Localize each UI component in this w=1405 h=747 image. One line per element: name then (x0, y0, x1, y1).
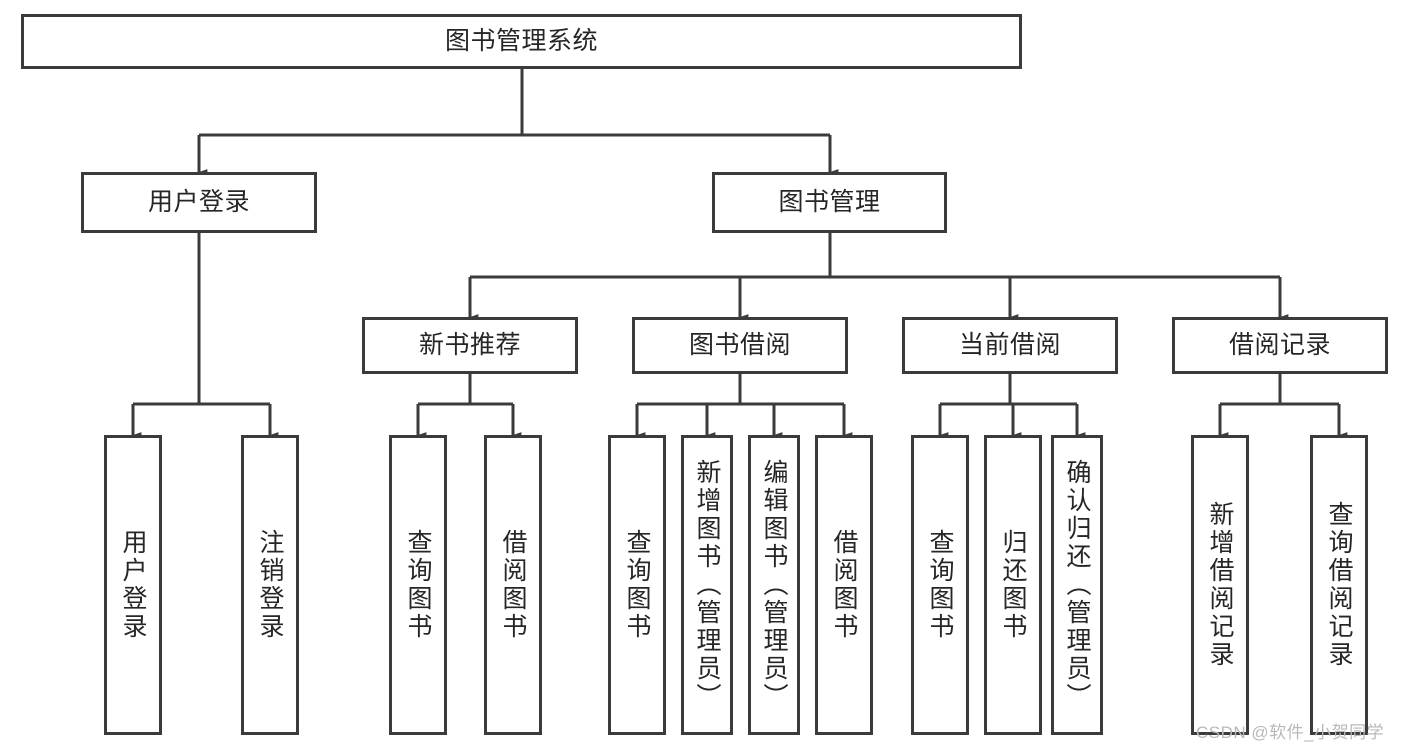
node-leaf-add-record[interactable]: 新增借阅记录 (1191, 435, 1249, 735)
node-l2-current-borrow[interactable]: 当前借阅 (902, 317, 1118, 374)
node-label: 图书管理 (778, 187, 881, 216)
node-label: 新书推荐 (418, 330, 521, 359)
node-label: 新增借阅记录 (1206, 501, 1234, 669)
node-leaf-query-record[interactable]: 查询借阅记录 (1310, 435, 1368, 735)
node-label: 借阅图书 (830, 529, 858, 641)
node-l2-book-borrow[interactable]: 图书借阅 (632, 317, 848, 374)
node-leaf-query-book-2[interactable]: 查询图书 (608, 435, 666, 735)
node-label: 借阅图书 (499, 529, 527, 641)
node-l1-book-manage[interactable]: 图书管理 (712, 172, 947, 233)
node-label: 查询图书 (926, 529, 954, 641)
node-label: 图书管理系统 (444, 26, 598, 55)
node-label: 图书借阅 (688, 330, 791, 359)
node-root[interactable]: 图书管理系统 (21, 14, 1022, 69)
node-label: 确认归还（管理员） (1063, 459, 1091, 711)
node-label: 当前借阅 (958, 330, 1061, 359)
node-label: 查询图书 (623, 529, 651, 641)
node-leaf-return-book[interactable]: 归还图书 (984, 435, 1042, 735)
watermark: CSDN @软件_小贺同学 (1196, 723, 1385, 742)
node-label: 用户登录 (119, 529, 147, 641)
node-leaf-confirm-return[interactable]: 确认归还（管理员） (1051, 435, 1103, 735)
node-leaf-edit-book[interactable]: 编辑图书（管理员） (748, 435, 800, 735)
node-l2-borrow-record[interactable]: 借阅记录 (1172, 317, 1388, 374)
node-label: 新增图书（管理员） (693, 459, 721, 711)
node-l1-user-login[interactable]: 用户登录 (81, 172, 317, 233)
node-leaf-add-book[interactable]: 新增图书（管理员） (681, 435, 733, 735)
node-leaf-borrow-book-1[interactable]: 借阅图书 (484, 435, 542, 735)
node-label: 查询借阅记录 (1325, 501, 1353, 669)
node-leaf-borrow-book-2[interactable]: 借阅图书 (815, 435, 873, 735)
node-label: 编辑图书（管理员） (760, 459, 788, 711)
node-label: 用户登录 (147, 187, 250, 216)
node-leaf-user-login[interactable]: 用户登录 (104, 435, 162, 735)
node-label: 注销登录 (256, 529, 284, 641)
node-label: 借阅记录 (1228, 330, 1331, 359)
node-leaf-query-book-1[interactable]: 查询图书 (389, 435, 447, 735)
node-leaf-logout[interactable]: 注销登录 (241, 435, 299, 735)
node-leaf-query-book-3[interactable]: 查询图书 (911, 435, 969, 735)
node-label: 查询图书 (404, 529, 432, 641)
node-l2-new-book-rec[interactable]: 新书推荐 (362, 317, 578, 374)
node-label: 归还图书 (999, 529, 1027, 641)
